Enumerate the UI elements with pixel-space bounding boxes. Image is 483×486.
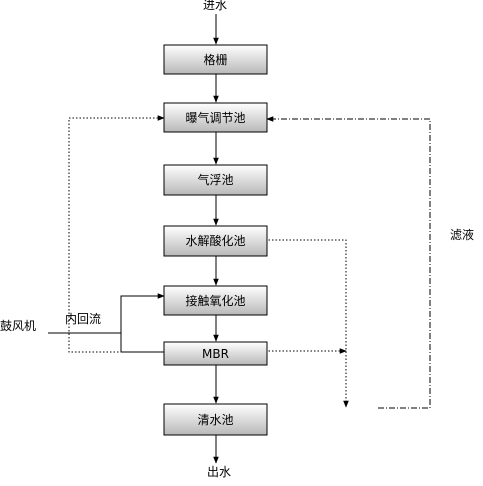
step-screen: 格栅: [163, 44, 268, 75]
inlet-label: 进水: [203, 0, 227, 12]
step-hydrolysis-tank-label: 水解酸化池: [185, 233, 245, 248]
air-branch-bracket: [120, 295, 164, 353]
hydrolysis-overflow-line: [265, 239, 349, 408]
step-equalization-tank-label: 曝气调节池: [185, 110, 245, 125]
internal-reflux-label: 内回流: [65, 312, 101, 326]
step-contact-oxidation-tank-label: 接触氧化池: [185, 293, 245, 308]
step-mbr-label: MBR: [202, 347, 229, 361]
step-flotation-tank: 气浮池: [163, 164, 268, 196]
filtrate-return-line: [266, 116, 431, 409]
blower-label: 鼓风机: [0, 319, 36, 333]
step-equalization-tank: 曝气调节池: [163, 102, 268, 133]
step-hydrolysis-tank: 水解酸化池: [163, 225, 268, 257]
filtrate-label: 滤液: [450, 227, 474, 242]
step-screen-label: 格栅: [203, 52, 227, 67]
step-contact-oxidation-tank: 接触氧化池: [163, 285, 268, 316]
step-mbr: MBR: [163, 341, 268, 366]
step-flotation-tank-label: 气浮池: [197, 172, 233, 187]
step-clear-water-tank-label: 清水池: [197, 413, 233, 427]
step-clear-water-tank: 清水池: [163, 403, 268, 436]
outlet-label: 出水: [207, 465, 231, 479]
